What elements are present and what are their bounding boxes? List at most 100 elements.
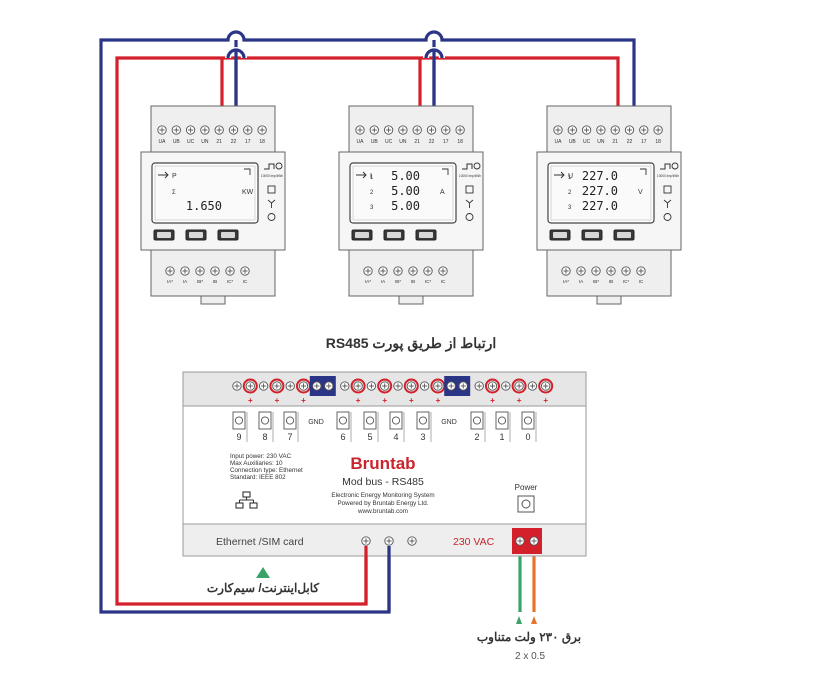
channel-screw (418, 416, 428, 425)
terminal-label: IB* (197, 279, 203, 284)
terminal-label: IA* (167, 279, 173, 284)
terminal-screw (639, 125, 649, 135)
terminal-label: 18 (259, 139, 265, 145)
lcd-row-value: 1.650 (186, 199, 222, 213)
terminal-label: IC* (227, 279, 234, 284)
channel-number: 7 (287, 432, 292, 442)
lcd-symbol: I (370, 173, 372, 180)
spec-line: Connection type: Ethernet (230, 467, 303, 474)
module-description: Powered by Bruntab Energy Ltd. (337, 500, 428, 507)
lcd-row-value: 227.0 (582, 184, 618, 198)
up-button-face[interactable] (553, 232, 567, 238)
up-button-face[interactable] (157, 232, 171, 238)
terminal-ring (485, 378, 500, 394)
terminal-label: IB (213, 279, 217, 284)
terminal-ring (511, 378, 527, 394)
terminal-label: IB* (395, 279, 401, 284)
channel-number: 6 (340, 432, 345, 442)
terminal-label: IA* (365, 279, 371, 284)
plus-sign: + (248, 396, 253, 405)
terminal-screw (438, 266, 448, 276)
green-arrow-icon (516, 616, 522, 624)
module-terminal-strip: ++++++++++ (232, 376, 554, 405)
pulse-icon (660, 163, 671, 170)
terminal-screw (408, 266, 418, 276)
ethernet-sim-label: Ethernet /SIM card (216, 536, 304, 548)
blue-wire (99, 30, 636, 614)
gnd-label: GND (308, 419, 324, 426)
terminal-screw (567, 125, 577, 135)
vac-label: 230 VAC (453, 536, 495, 548)
power-label: Power (515, 483, 538, 492)
terminal-ring (403, 378, 419, 394)
up-button-face[interactable] (355, 232, 369, 238)
din-clip (596, 295, 622, 305)
sensor-icon (465, 213, 474, 221)
orange-arrow-icon (531, 616, 537, 624)
down-button-face[interactable] (387, 232, 401, 238)
terminal-label: IB (411, 279, 415, 284)
terminal-screw (324, 381, 334, 391)
terminal-screw (366, 381, 377, 391)
terminal-label: 22 (429, 139, 435, 145)
channel-number: 4 (393, 432, 398, 442)
arrow-icon (554, 171, 565, 179)
terminal-screw (426, 125, 437, 135)
enter-button-face[interactable] (419, 232, 433, 238)
pulse-led-icon (473, 162, 481, 170)
terminal-screw (285, 381, 295, 391)
terminal-screw (232, 381, 242, 391)
enter-button-face[interactable] (617, 232, 631, 238)
terminal-screw (406, 381, 416, 391)
terminal-screw (225, 266, 235, 276)
terminal-screw (378, 266, 388, 276)
lcd-row-index: 1 (568, 175, 572, 181)
module-model: Mod bus - RS485 (342, 476, 424, 488)
terminal-screw (353, 381, 363, 391)
channel-screw (472, 416, 482, 425)
terminal-screw (423, 266, 433, 276)
terminal-label: UN (201, 139, 209, 145)
down-button-face[interactable] (189, 232, 203, 238)
terminal-screw (157, 125, 167, 135)
plus-sign: + (275, 396, 280, 405)
terminal-screw (636, 266, 646, 276)
terminal-ring (377, 378, 393, 394)
terminal-screw (245, 381, 255, 391)
indicator-icon (442, 168, 449, 175)
down-button-face[interactable] (585, 232, 599, 238)
antenna-icon (465, 199, 474, 208)
lcd-row-value: 5.00 (391, 169, 420, 183)
spec-line: Input power: 230 VAC (230, 453, 292, 460)
plus-sign: + (356, 396, 361, 405)
terminal-screw (180, 266, 190, 276)
terminal-label: UB (173, 139, 181, 145)
display-icon (663, 185, 672, 194)
terminal-label: 22 (627, 139, 633, 145)
channel-screw (234, 416, 244, 425)
plus-sign: + (517, 396, 522, 405)
enter-button-face[interactable] (221, 232, 235, 238)
lcd-row-value: 5.00 (391, 184, 420, 198)
terminal-screw (210, 266, 220, 276)
terminal-screw (419, 381, 430, 391)
lcd-row-index: Σ (172, 190, 176, 196)
plus-sign: + (409, 396, 414, 405)
terminal-screw (393, 266, 403, 276)
terminal-label: UA (555, 139, 563, 145)
plus-sign: + (382, 396, 387, 405)
lcd-inner (154, 165, 256, 221)
terminal-screw (240, 266, 250, 276)
terminal-label: IC (639, 279, 644, 284)
gnd-label: GND (441, 419, 457, 426)
rs485-terminal-block (444, 376, 471, 396)
arrow-icon (158, 171, 169, 179)
antenna-icon (663, 199, 672, 208)
din-clip (398, 295, 424, 305)
supply-label: برق ۲۳۰ ولت متناوب (477, 630, 581, 645)
channel-number: 0 (525, 432, 530, 442)
spec-line: Max Auxiliaries: 10 (230, 460, 283, 467)
terminal-screw (393, 381, 403, 391)
